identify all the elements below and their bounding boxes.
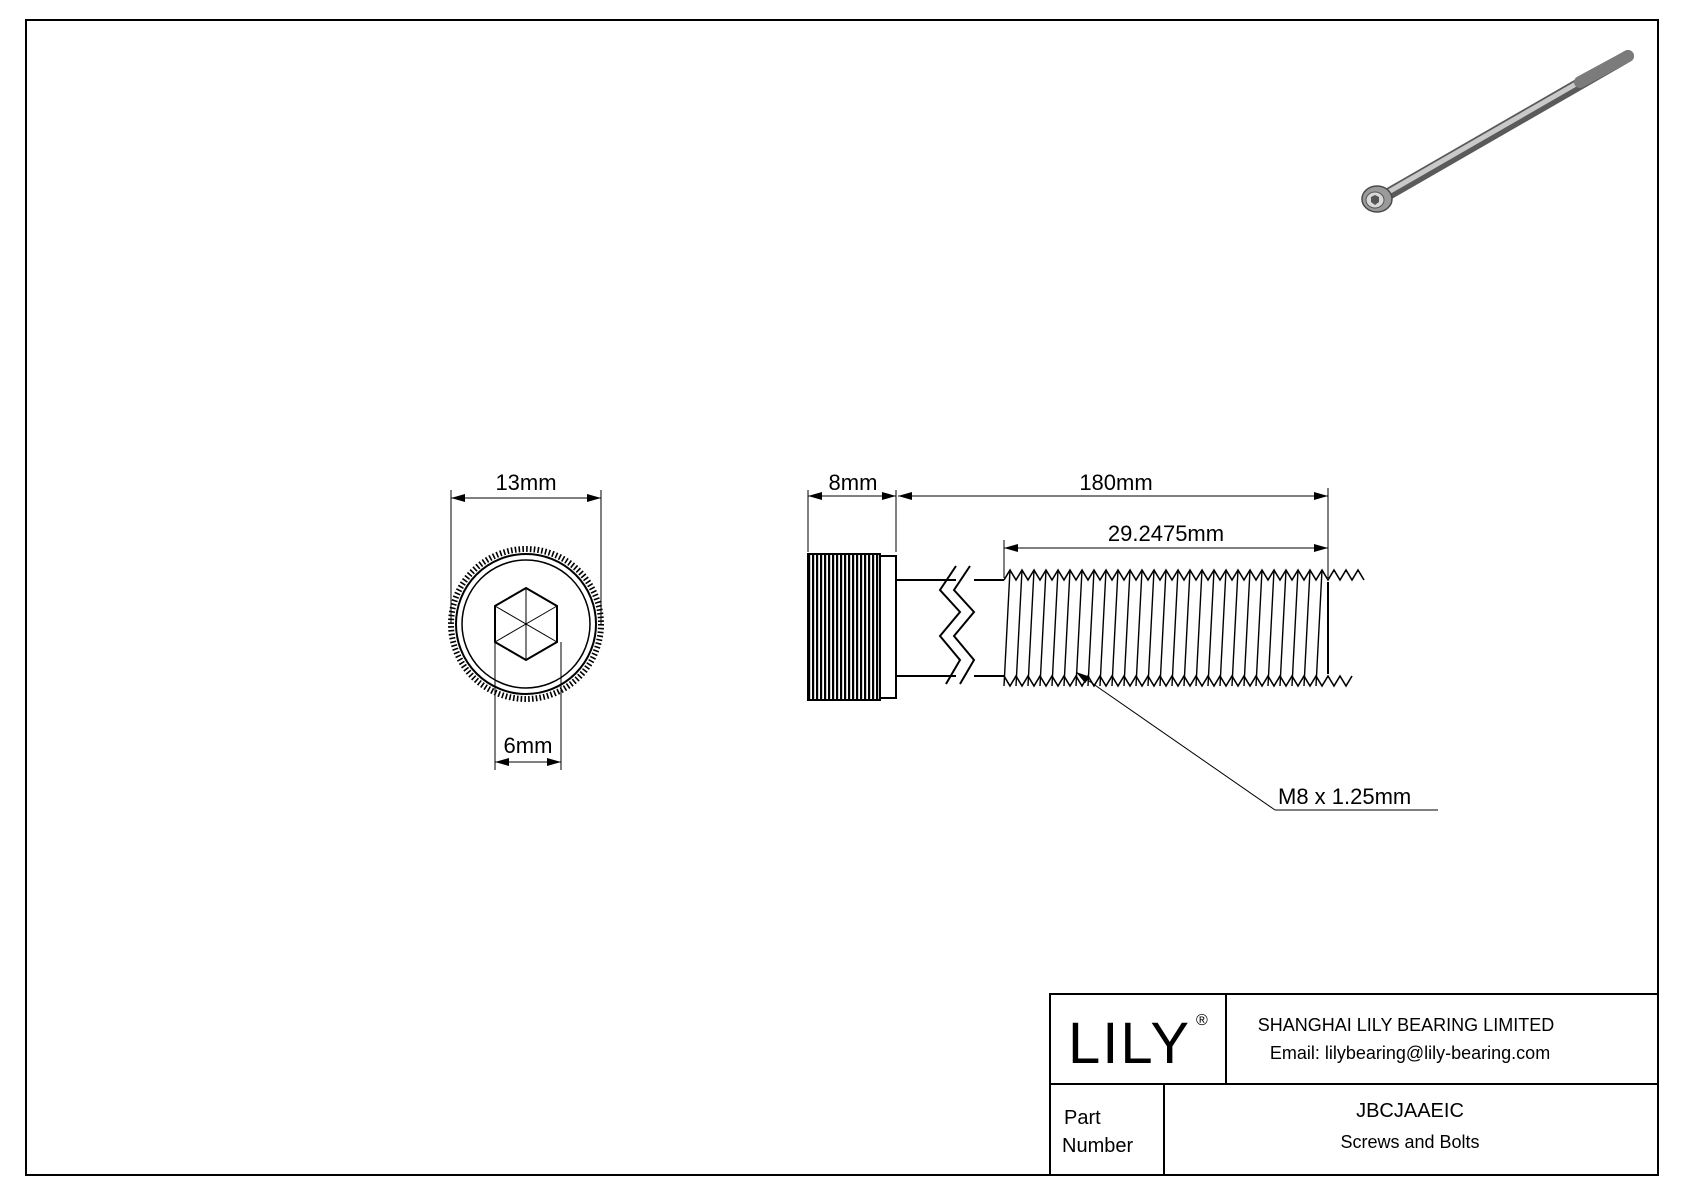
title-block: LILY ® SHANGHAI LILY BEARING LIMITED Ema… (1049, 993, 1659, 1176)
head-end-view (448, 546, 604, 702)
dimension-thread-length: 29.2475mm (1003, 521, 1328, 578)
screw-3d-preview (1361, 50, 1634, 213)
registered-mark: ® (1196, 1012, 1208, 1029)
thread-bottom-profile (1003, 674, 1353, 688)
hex-socket-label: 6mm (504, 733, 553, 758)
company-email: Email: lilybearing@lily-bearing.com (1270, 1043, 1550, 1063)
thread-length-label: 29.2475mm (1108, 521, 1224, 546)
screw-head-knurled (807, 553, 881, 701)
sheet-border (25, 19, 1659, 1176)
thread-top-profile (1003, 568, 1365, 582)
part-label-line2: Number (1062, 1135, 1133, 1157)
dimension-head-height: 8mm (807, 470, 897, 552)
dimension-head-diameter: 13mm (450, 470, 602, 624)
screw-side-view (807, 553, 1365, 701)
thread-callout: M8 x 1.25mm (1075, 671, 1438, 811)
dimension-length: 180mm (898, 470, 1329, 578)
thread-callout-label: M8 x 1.25mm (1278, 784, 1411, 809)
head-height-label: 8mm (829, 470, 878, 495)
part-category: Screws and Bolts (1340, 1132, 1479, 1152)
head-diameter-label: 13mm (495, 470, 556, 495)
thread-crests (1003, 569, 1323, 687)
company-name: SHANGHAI LILY BEARING LIMITED (1258, 1015, 1554, 1035)
part-number: JBCJAAEIC (1356, 1100, 1464, 1122)
company-logo: LILY (1068, 1011, 1191, 1076)
length-label: 180mm (1079, 470, 1152, 495)
dimension-hex-socket: 6mm (494, 642, 562, 770)
part-label-line1: Part (1064, 1107, 1101, 1129)
